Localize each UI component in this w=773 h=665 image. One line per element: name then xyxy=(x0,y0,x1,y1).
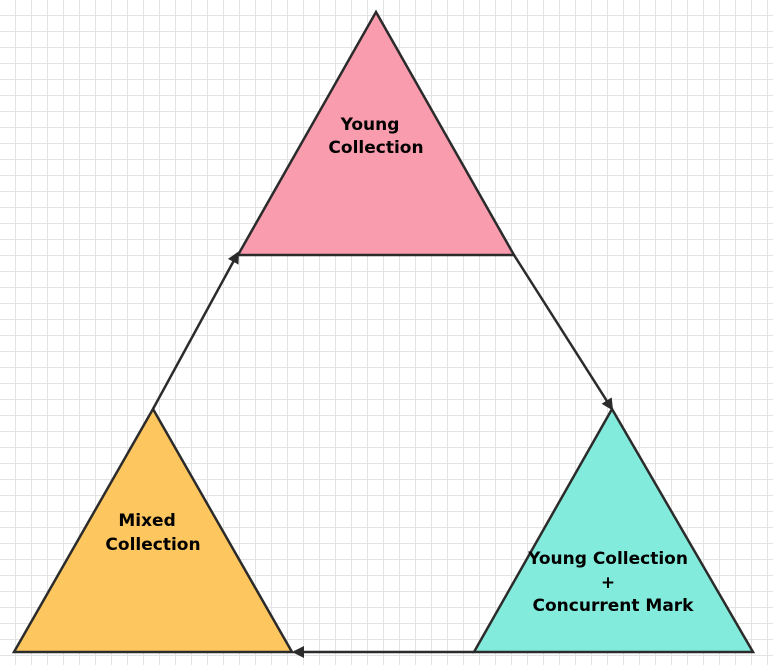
node-young-concurrent-mark-label-line-2: + xyxy=(601,573,615,593)
node-young-concurrent-mark-label-line-3: Concurrent Mark xyxy=(533,596,695,616)
node-young-collection-label-line-2: Collection xyxy=(328,138,423,158)
node-mixed-collection-label: Mixed Collection xyxy=(105,511,200,555)
node-young-concurrent-mark[interactable]: Young Collection + Concurrent Mark xyxy=(471,406,756,654)
node-young-collection-label: Young Collection xyxy=(328,115,423,158)
node-young-concurrent-mark-label-line-1: Young Collection xyxy=(527,549,688,569)
node-young-collection-shape xyxy=(235,9,517,257)
node-mixed-collection-label-line-1: Mixed xyxy=(118,511,175,531)
node-young-concurrent-mark-label: Young Collection + Concurrent Mark xyxy=(527,549,694,616)
node-mixed-collection[interactable]: Mixed Collection xyxy=(11,406,295,654)
arrow-mixed-to-young xyxy=(151,251,240,410)
node-young-collection-label-line-1: Young xyxy=(340,115,400,135)
node-mixed-collection-label-line-2: Collection xyxy=(105,535,200,555)
arrow-young-to-young-concurrent xyxy=(512,254,614,411)
node-mixed-collection-shape xyxy=(11,406,295,654)
node-young-collection[interactable]: Young Collection xyxy=(235,9,517,257)
node-young-concurrent-mark-shape xyxy=(471,406,756,654)
